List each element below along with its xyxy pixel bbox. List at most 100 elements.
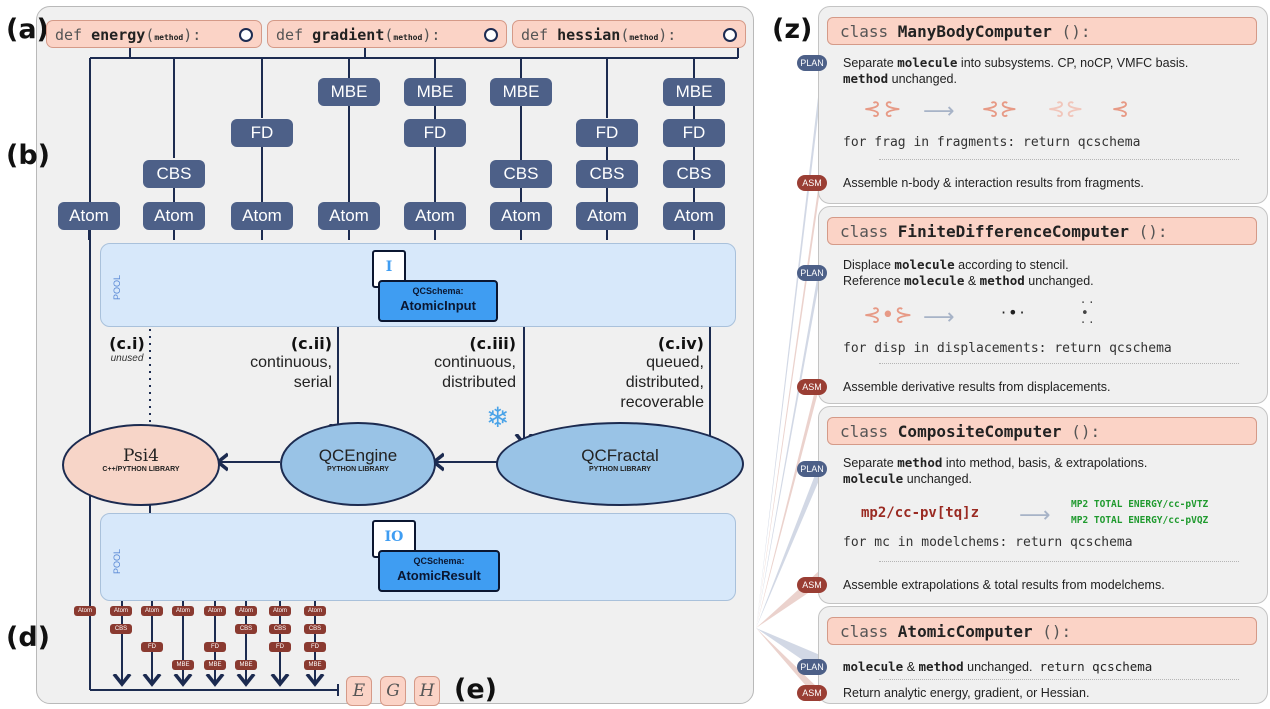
label-d: (d) [6, 622, 51, 653]
asm-text: Assemble extrapolations & total results … [843, 578, 1165, 592]
mbe-pill: MBE [490, 78, 552, 106]
class-tail: (): [1032, 622, 1072, 641]
plan-text: Separate molecule into subsystems. CP, n… [843, 55, 1188, 71]
card-manybody: class ManyBodyComputer (): PLAN Separate… [797, 6, 1268, 204]
mbe-pill: MBE [318, 78, 380, 106]
fragment-icon: ⊰⊱ [981, 97, 1018, 122]
fan-connectors [756, 80, 820, 702]
engine-sub: C++/PYTHON LIBRARY [102, 466, 180, 473]
result-energy: E [346, 676, 372, 706]
code-line: for frag in fragments: return qcschema [843, 135, 1141, 150]
t: Separate [843, 56, 898, 70]
def-arg: method [154, 33, 184, 42]
mini-cbs: CBS [304, 624, 326, 634]
atomic-result-doc: QCSchema: AtomicResult [378, 550, 500, 592]
t: method [843, 71, 889, 86]
fd-pill: FD [576, 119, 638, 147]
channel-desc: queued, [646, 354, 704, 371]
def-keyword: def [276, 26, 313, 44]
t: method [979, 273, 1025, 288]
result-gradient: G [380, 676, 406, 706]
doc-title: QCSchema: [412, 286, 464, 296]
channel-cii: (c.ii) continuous, serial [228, 334, 332, 393]
code-line: for disp in displacements: return qcsche… [843, 341, 1172, 356]
output-port-icon [484, 28, 498, 42]
t: method [918, 659, 964, 674]
class-header: class AtomicComputer (): [827, 617, 1257, 645]
atomic-input-doc: QCSchema: AtomicInput [378, 280, 498, 322]
card-atomic: class AtomicComputer (): PLAN molecule &… [797, 606, 1268, 704]
class-name: CompositeComputer [897, 422, 1062, 441]
plan-text: molecule unchanged. [843, 471, 972, 487]
t: into method, basis, & extrapolations. [942, 456, 1148, 470]
plan-text: method unchanged. [843, 71, 957, 87]
molecule-icon: ⊰⊱ [863, 97, 904, 122]
class-kw: class [840, 422, 898, 441]
t: molecule [897, 55, 958, 70]
qcengine-engine[interactable]: QCEngine PYTHON LIBRARY [280, 422, 436, 506]
output-badge: IO [384, 529, 404, 545]
def-name: gradient [312, 26, 385, 44]
arrow-icon: ⟶ [923, 99, 955, 124]
def-energy[interactable]: def energy(method): [46, 20, 262, 48]
mini-atom: Atom [269, 606, 291, 616]
pool-label: POOL [112, 548, 122, 574]
plan-text: Separate method into method, basis, & ex… [843, 455, 1147, 471]
molecule-icon: ⊰•⊱ [863, 303, 913, 328]
class-name: FiniteDifferenceComputer [897, 222, 1129, 241]
atom-pill: Atom [143, 202, 205, 230]
qcfractal-engine[interactable]: QCFractal PYTHON LIBRARY [496, 422, 744, 506]
cbs-pill: CBS [663, 160, 725, 188]
def-tail: ): [658, 26, 677, 44]
atom-pill: Atom [58, 202, 120, 230]
engine-name: Psi4 [123, 446, 159, 466]
asm-text: Assemble n-body & interaction results fr… [843, 176, 1144, 190]
cbs-pill: CBS [143, 160, 205, 188]
class-tail: (): [1128, 222, 1168, 241]
input-badge: I [385, 259, 393, 275]
plan-badge: PLAN [797, 659, 827, 675]
mbe-pill: MBE [404, 78, 466, 106]
def-name: energy [91, 26, 146, 44]
channel-desc: unused [110, 353, 144, 364]
asm-badge: ASM [797, 577, 827, 593]
def-arg: method [629, 33, 659, 42]
class-name: AtomicComputer [897, 622, 1033, 641]
psi4-engine[interactable]: Psi4 C++/PYTHON LIBRARY [62, 424, 220, 506]
channel-desc: distributed, [625, 374, 704, 391]
t: molecule [843, 659, 904, 674]
channel-desc: distributed [442, 374, 516, 391]
t: according to stencil. [954, 258, 1069, 272]
mini-atom: Atom [74, 606, 96, 616]
def-gradient[interactable]: def gradient(method): [267, 20, 507, 48]
def-hessian[interactable]: def hessian(method): [512, 20, 746, 48]
class-kw: class [840, 622, 898, 641]
channel-desc: continuous, [434, 354, 516, 371]
t: return qcschema [1039, 659, 1153, 674]
computer-classes: class ManyBodyComputer (): PLAN Separate… [797, 6, 1268, 704]
card-finitedifference: class FiniteDifferenceComputer (): PLAN … [797, 206, 1268, 404]
divider [879, 561, 1239, 562]
class-name: ManyBodyComputer [897, 22, 1052, 41]
class-header: class FiniteDifferenceComputer (): [827, 217, 1257, 245]
def-arg: method [393, 33, 423, 42]
modelchem-output: MP2 TOTAL ENERGY/cc-pVQZ [1071, 515, 1209, 526]
channel-tag: (c.i) [109, 334, 145, 353]
label-e: (e) [454, 674, 497, 705]
atom-pill: Atom [576, 202, 638, 230]
mini-atom: Atom [110, 606, 132, 616]
mini-atom: Atom [141, 606, 163, 616]
mini-fd: FD [141, 642, 163, 652]
t: & [964, 274, 980, 288]
channel-tag: (c.iv) [657, 334, 704, 353]
label-a: (a) [6, 14, 49, 45]
class-kw: class [840, 222, 898, 241]
atom-pill: Atom [231, 202, 293, 230]
pool-label: POOL [112, 274, 122, 300]
def-keyword: def [55, 26, 92, 44]
fd-pill: FD [404, 119, 466, 147]
engine-name: QCEngine [318, 446, 398, 465]
divider [879, 679, 1239, 680]
t: Separate [843, 456, 898, 470]
channel-tag: (c.ii) [290, 334, 332, 353]
